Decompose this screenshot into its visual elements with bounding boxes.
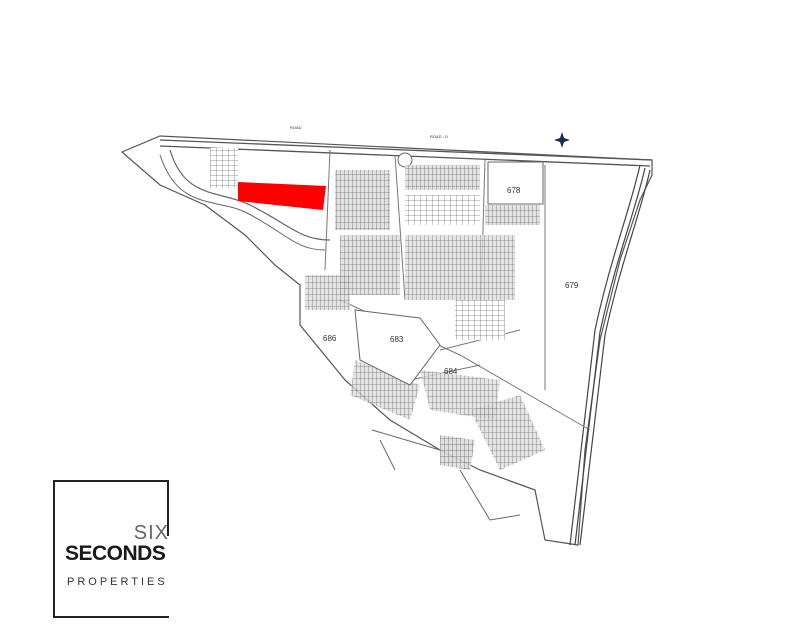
plot-label-678: 678 bbox=[507, 186, 521, 195]
plot-label-683: 683 bbox=[390, 335, 404, 344]
roundabout bbox=[397, 152, 413, 168]
plot-683-parcel bbox=[354, 309, 441, 386]
north-star-icon bbox=[554, 132, 570, 148]
six-seconds-logo: SIX SECONDS PROPERTIES bbox=[53, 480, 171, 620]
road-label: ROAD bbox=[290, 125, 302, 130]
plot-label-686: 686 bbox=[323, 334, 337, 343]
logo-text-seconds: SECONDS bbox=[65, 542, 166, 565]
internal-roads bbox=[371, 429, 521, 521]
lot-blocks bbox=[210, 148, 545, 470]
access-road bbox=[169, 149, 331, 241]
logo-frame bbox=[53, 480, 169, 618]
plot-678-parcel bbox=[487, 161, 544, 205]
logo-text-properties: PROPERTIES bbox=[67, 576, 168, 588]
plot-label-684: 684 bbox=[444, 367, 458, 376]
logo-frame-right bbox=[167, 480, 169, 536]
access-road bbox=[159, 154, 326, 251]
logo-text-six: SIX bbox=[133, 522, 169, 544]
highlighted-plot[interactable] bbox=[238, 182, 326, 210]
plot-label-679: 679 bbox=[565, 281, 579, 290]
road-label: ROAD - D bbox=[430, 134, 448, 139]
highway bbox=[569, 164, 651, 546]
